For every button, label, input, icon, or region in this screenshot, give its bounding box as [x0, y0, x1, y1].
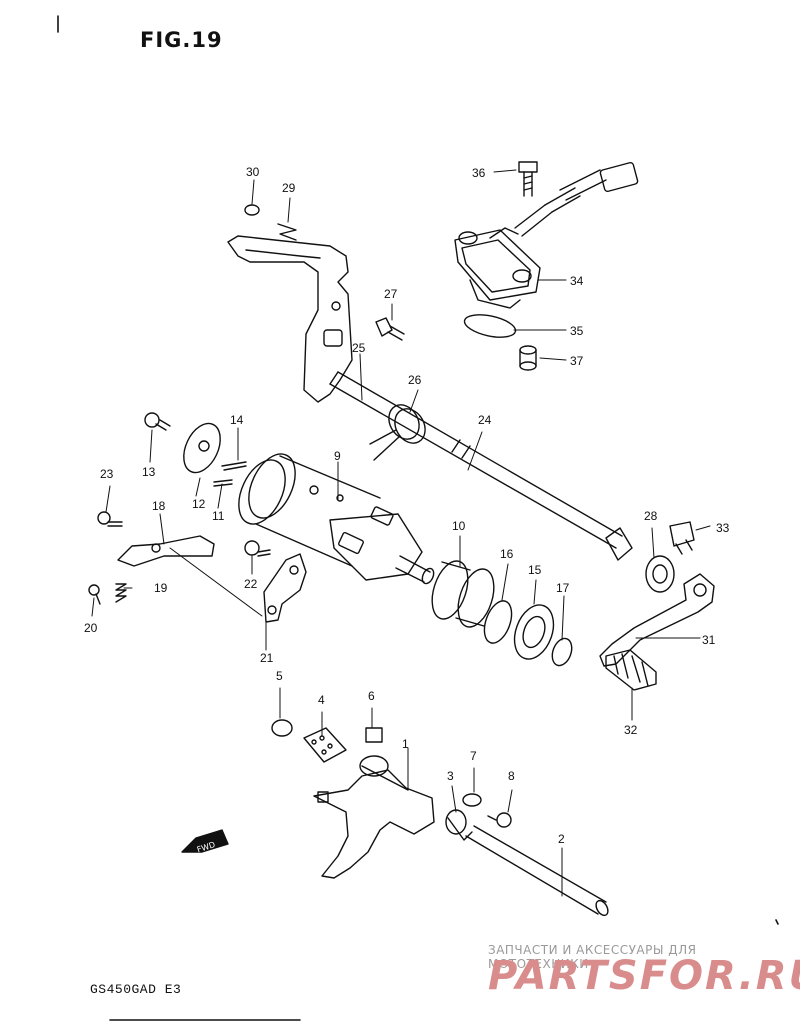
- cam-stopper-plate: [183, 422, 221, 474]
- circlip-17: [551, 637, 573, 667]
- callout-1: 1: [402, 737, 409, 751]
- circlip-30: [244, 204, 260, 216]
- shift-cam-pin-2: [213, 479, 233, 487]
- callout-24: 24: [478, 413, 492, 427]
- callout-16: 16: [500, 547, 514, 561]
- gearshift-shaft: [329, 371, 633, 561]
- callout-17: 17: [556, 581, 570, 595]
- needle-bearing: [431, 560, 495, 628]
- callout-27: 27: [384, 287, 398, 301]
- gear-shift-cam: [238, 453, 435, 585]
- gear-position-switch: [454, 161, 639, 309]
- callout-26: 26: [408, 373, 422, 387]
- callout-6: 6: [368, 689, 375, 703]
- callout-25: 25: [352, 341, 366, 355]
- callout-15: 15: [528, 563, 542, 577]
- fork-circlip: [271, 719, 293, 737]
- callout-9: 9: [334, 449, 341, 463]
- callout-31: 31: [702, 633, 716, 647]
- ball-bearing: [513, 604, 555, 660]
- leader-lines: [91, 169, 711, 897]
- fork-shaft-screw: [487, 812, 512, 828]
- switch-bolt: [518, 161, 538, 197]
- callout-34: 34: [570, 274, 584, 288]
- callout-13: 13: [142, 465, 156, 479]
- spring-29: [277, 223, 297, 241]
- callout-32: 32: [624, 723, 638, 737]
- callout-11: 11: [212, 509, 225, 523]
- return-spring: [369, 404, 426, 461]
- callout-23: 23: [100, 467, 114, 481]
- cam-roller: [303, 727, 347, 763]
- callout-7: 7: [470, 749, 477, 763]
- fork-dowel-pin: [365, 727, 383, 743]
- fwd-arrow-icon: [181, 829, 229, 853]
- dowel-pin: [519, 345, 537, 371]
- watermark-logo: PARTSFOR.RU: [488, 953, 800, 999]
- callout-8: 8: [508, 769, 515, 783]
- shift-fork-shaft: [465, 825, 609, 917]
- model-code: GS450GAD E3: [90, 982, 182, 997]
- callout-22: 22: [244, 577, 258, 591]
- fork-washer: [462, 793, 482, 807]
- callout-12: 12: [192, 497, 206, 511]
- callout-19: 19: [154, 581, 168, 595]
- guide-plate-bolt: [244, 540, 271, 557]
- callout-20: 20: [84, 621, 98, 635]
- cam-stopper-screw: [88, 584, 101, 605]
- scan-marks: [57, 15, 779, 1021]
- gearshift-cam-stopper-plate: [227, 235, 353, 403]
- callout-36: 36: [472, 166, 486, 180]
- callout-37: 37: [570, 354, 584, 368]
- callout-29: 29: [282, 181, 296, 195]
- cam-plate-bolt: [144, 412, 171, 431]
- shift-cam-pin: [221, 461, 247, 471]
- cam-stopper-lever: [117, 535, 215, 567]
- stopper-bolt-27: [375, 317, 405, 341]
- callout-18: 18: [152, 499, 166, 513]
- callout-28: 28: [644, 509, 658, 523]
- cam-stopper-bolt: [97, 511, 123, 527]
- gearshift-lever: [599, 573, 715, 667]
- callout-labels: 1 2 3 4 5 6 7 8 9 10 11 12 13 14 15 16 1…: [84, 165, 730, 846]
- circlip-16: [483, 600, 513, 644]
- oil-seal: [645, 555, 675, 593]
- callout-14: 14: [230, 413, 244, 427]
- gear-shift-fork: [313, 755, 435, 879]
- callout-35: 35: [570, 324, 584, 338]
- callout-21: 21: [260, 651, 274, 665]
- callout-3: 3: [447, 769, 454, 783]
- callout-33: 33: [716, 521, 730, 535]
- shift-fork-guide-pin: [445, 809, 473, 841]
- cam-guide-plate: [263, 553, 307, 623]
- callout-4: 4: [318, 693, 325, 707]
- o-ring: [463, 314, 517, 338]
- fig-title: FIG.19: [140, 28, 223, 52]
- watermark-tagline: ЗАПЧАСТИ И АКСЕССУАРЫ ДЛЯ МОТОТЕХНИКИ: [488, 943, 697, 971]
- shift-lever-rubber: [605, 649, 657, 691]
- callout-30: 30: [246, 165, 260, 179]
- stopper-spring: [115, 583, 127, 603]
- callout-2: 2: [558, 832, 565, 846]
- callout-10: 10: [452, 519, 466, 533]
- callout-5: 5: [276, 669, 283, 683]
- shift-lever-bolt: [669, 521, 695, 555]
